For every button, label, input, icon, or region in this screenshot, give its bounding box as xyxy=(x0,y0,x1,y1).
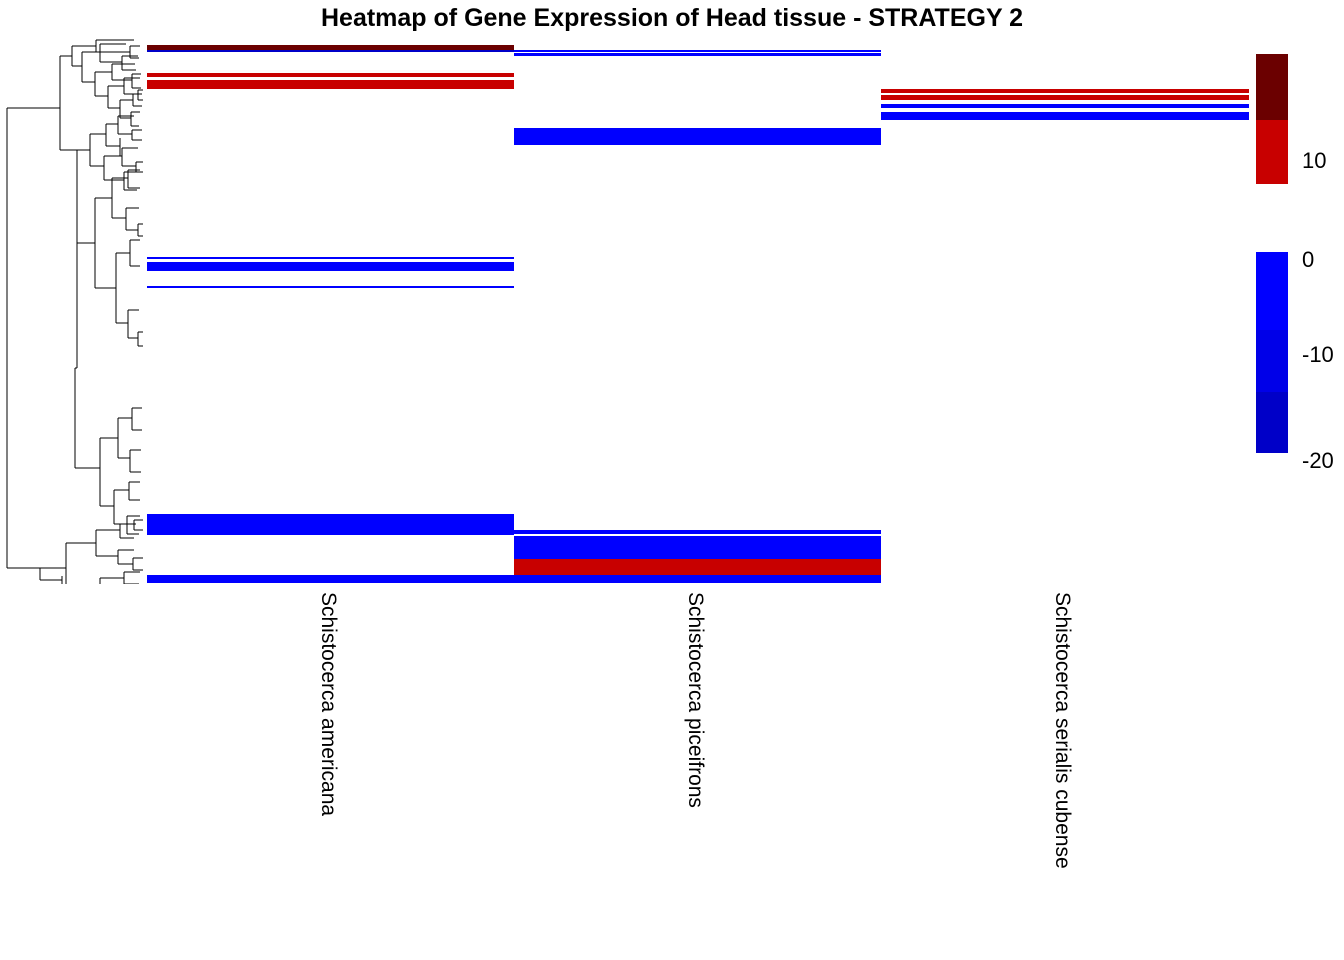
heatmap-cell[interactable] xyxy=(147,530,514,534)
heatmap-row[interactable] xyxy=(147,575,1249,583)
heatmap-cell[interactable] xyxy=(514,559,881,575)
legend-color-segment xyxy=(1256,392,1288,453)
heatmap-cell[interactable] xyxy=(147,575,514,583)
heatmap-cell[interactable] xyxy=(147,73,514,77)
heatmap-row[interactable] xyxy=(147,53,1249,56)
heatmap-row[interactable] xyxy=(147,128,1249,145)
heatmap-cell[interactable] xyxy=(881,112,1249,120)
heatmap-row[interactable] xyxy=(147,104,1249,108)
legend-tick-label: 0 xyxy=(1302,247,1315,272)
column-label-1: Schistocerca piceifrons xyxy=(683,592,707,808)
heatmap-cell[interactable] xyxy=(147,262,514,271)
heatmap-cell[interactable] xyxy=(514,53,881,56)
legend-tick-label: -20 xyxy=(1302,448,1334,473)
heatmap-cell[interactable] xyxy=(514,536,881,559)
heatmap-row[interactable] xyxy=(147,73,1249,77)
heatmap-cell[interactable] xyxy=(147,257,514,259)
heatmap-cell[interactable] xyxy=(514,50,881,52)
heatmap-cell[interactable] xyxy=(147,80,514,89)
column-label-0: Schistocerca americana xyxy=(316,592,340,817)
heatmap-row[interactable] xyxy=(147,112,1249,120)
legend-color-segment xyxy=(1256,252,1288,330)
heatmap-cell[interactable] xyxy=(147,286,514,288)
heatmap-matrix[interactable] xyxy=(147,42,1249,584)
row-dendrogram xyxy=(6,39,143,584)
legend-color-segment xyxy=(1256,330,1288,392)
heatmap-row[interactable] xyxy=(147,257,1249,259)
heatmap-cell[interactable] xyxy=(147,45,514,50)
heatmap-cell[interactable] xyxy=(881,89,1249,93)
heatmap-cell[interactable] xyxy=(881,104,1249,108)
legend-color-segment xyxy=(1256,54,1288,120)
color-legend: 10 0 -10 -20 xyxy=(1256,50,1344,473)
heatmap-row[interactable] xyxy=(147,536,1249,559)
heatmap-row[interactable] xyxy=(147,45,1249,50)
heatmap-row[interactable] xyxy=(147,286,1249,288)
legend-tick-label: 10 xyxy=(1302,148,1327,173)
heatmap-cell[interactable] xyxy=(881,95,1249,100)
heatmap-cell[interactable] xyxy=(514,575,881,583)
heatmap-row[interactable] xyxy=(147,80,1249,89)
heatmap-row[interactable] xyxy=(147,50,1249,52)
heatmap-row[interactable] xyxy=(147,89,1249,93)
heatmap-cell[interactable] xyxy=(147,50,514,52)
page-title: Heatmap of Gene Expression of Head tissu… xyxy=(320,4,1024,32)
column-label-2: Schistocerca serialis cubense xyxy=(1051,592,1074,869)
heatmap-row[interactable] xyxy=(147,262,1249,271)
legend-color-segment xyxy=(1256,120,1288,184)
heatmap-cell[interactable] xyxy=(514,530,881,534)
heatmap-row[interactable] xyxy=(147,95,1249,100)
heatmap-row[interactable] xyxy=(147,530,1249,534)
heatmap-cell[interactable] xyxy=(147,514,514,535)
heatmap-cell[interactable] xyxy=(514,128,881,145)
heatmap-row[interactable] xyxy=(147,559,1249,575)
legend-tick-label: -10 xyxy=(1302,342,1334,367)
heatmap-row[interactable] xyxy=(147,514,1249,535)
